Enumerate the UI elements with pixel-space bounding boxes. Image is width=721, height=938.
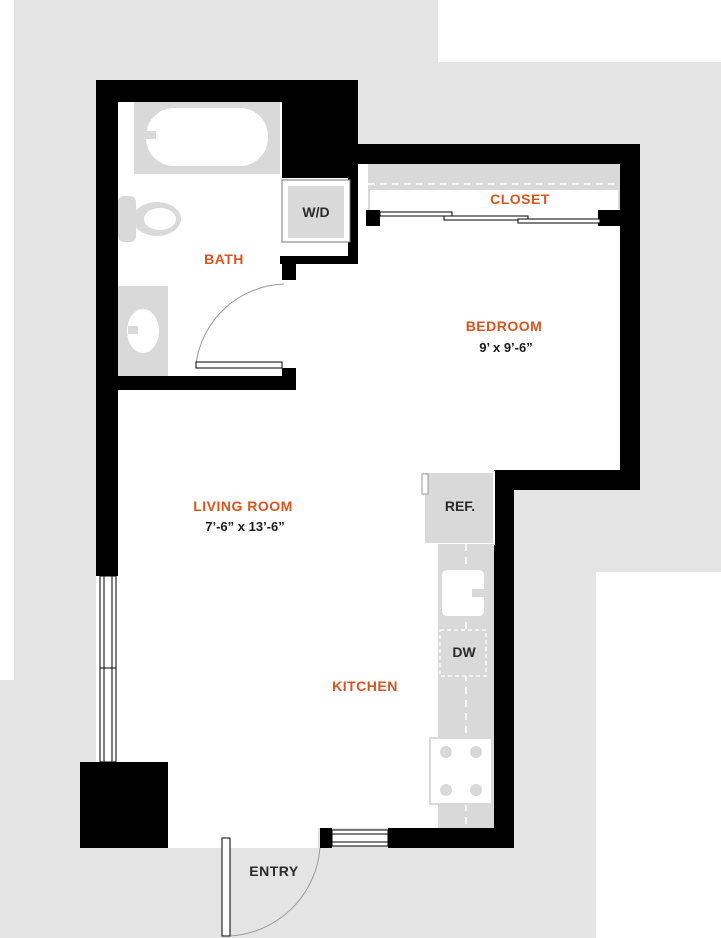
bath-door — [195, 283, 285, 369]
refrigerator-label: REF. — [445, 498, 475, 514]
entry-label: ENTRY — [249, 863, 299, 879]
bedroom-label: BEDROOM — [466, 318, 543, 334]
left-window — [99, 575, 117, 763]
bedroom-dimensions: 9’ x 9’-6” — [479, 340, 532, 355]
washer-dryer — [281, 179, 351, 243]
bottom-window — [331, 829, 389, 847]
closet — [368, 164, 620, 224]
bathtub — [134, 102, 280, 174]
dishwasher — [439, 629, 487, 677]
bath-label: BATH — [204, 251, 244, 267]
cooktop — [429, 737, 493, 805]
living-room-dimensions: 7’-6” x 13’-6” — [205, 519, 285, 534]
living-room-label: LIVING ROOM — [193, 498, 293, 514]
toilet — [118, 196, 181, 242]
closet-label: CLOSET — [490, 191, 550, 207]
washer-dryer-label: W/D — [302, 204, 329, 220]
dishwasher-label: DW — [452, 644, 476, 660]
kitchen-label: KITCHEN — [332, 678, 398, 694]
kitchen-sink — [442, 570, 486, 616]
entry-door[interactable] — [221, 831, 321, 937]
bath-sink — [118, 286, 168, 376]
refrigerator — [421, 471, 495, 545]
walls — [80, 80, 640, 848]
